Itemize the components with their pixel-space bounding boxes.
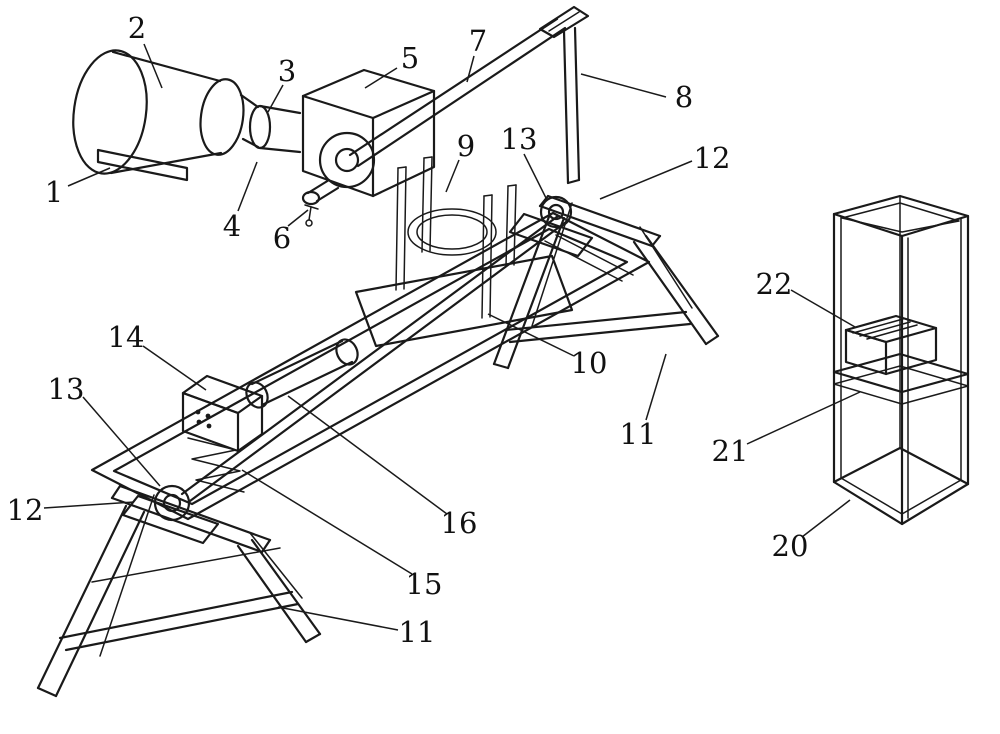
shaft-cylinder bbox=[245, 338, 359, 409]
leader-line-11a bbox=[645, 353, 667, 421]
part-label-12a: 12 bbox=[694, 141, 731, 175]
leader-line-12a bbox=[599, 160, 693, 200]
part-label-4: 4 bbox=[223, 209, 241, 243]
part-label-14: 14 bbox=[108, 320, 145, 354]
support-post bbox=[562, 26, 581, 185]
leader-line-22 bbox=[790, 289, 856, 328]
bearing-block-right bbox=[508, 195, 594, 258]
leader-line-20 bbox=[801, 499, 851, 538]
ring bbox=[407, 208, 497, 256]
arm-bracket bbox=[538, 5, 590, 39]
bearing-right bbox=[539, 195, 573, 229]
trestle-right bbox=[492, 194, 720, 370]
part-label-1: 1 bbox=[45, 175, 63, 209]
leader-line-8 bbox=[580, 73, 667, 98]
leader-line-21 bbox=[746, 391, 861, 445]
part-label-6: 6 bbox=[273, 221, 291, 255]
leader-line-1 bbox=[67, 167, 111, 187]
leader-line-7 bbox=[466, 55, 475, 83]
part-label-5: 5 bbox=[401, 41, 419, 75]
motor-base bbox=[96, 148, 189, 182]
coupling bbox=[248, 104, 272, 150]
scissor-spring bbox=[187, 437, 245, 493]
ring-assembly bbox=[395, 156, 517, 319]
inner-box bbox=[844, 314, 938, 376]
part-label-8: 8 bbox=[675, 80, 693, 114]
leader-line-3 bbox=[267, 84, 284, 113]
part-label-21: 21 bbox=[712, 434, 749, 468]
bearing-block-left bbox=[121, 484, 220, 545]
trestle-left bbox=[36, 484, 322, 698]
part-label-13a: 13 bbox=[501, 122, 538, 156]
part-label-11b: 11 bbox=[399, 615, 436, 649]
leader-line-16 bbox=[287, 395, 448, 515]
plate bbox=[354, 254, 574, 348]
leader-line-15 bbox=[241, 469, 413, 575]
leader-line-10 bbox=[487, 313, 575, 357]
part-label-3: 3 bbox=[278, 54, 296, 88]
part-label-10: 10 bbox=[571, 346, 608, 380]
leader-line-4 bbox=[237, 161, 258, 212]
part-label-12b: 12 bbox=[7, 493, 44, 527]
storage-cage bbox=[832, 194, 970, 526]
leader-line-14 bbox=[142, 345, 207, 391]
drive-shaft bbox=[180, 214, 560, 496]
leader-line-11b bbox=[277, 606, 399, 631]
device-box bbox=[181, 374, 264, 453]
part-label-15: 15 bbox=[406, 567, 443, 601]
part-label-13b: 13 bbox=[48, 372, 85, 406]
leader-line-5 bbox=[364, 67, 398, 89]
part-label-20: 20 bbox=[772, 529, 809, 563]
part-label-2: 2 bbox=[128, 11, 146, 45]
part-label-11a: 11 bbox=[620, 417, 657, 451]
part-label-7: 7 bbox=[469, 24, 487, 58]
part-label-22: 22 bbox=[756, 267, 793, 301]
table-frame bbox=[90, 211, 651, 521]
leader-line-9 bbox=[445, 159, 460, 193]
cage-shelf bbox=[832, 352, 970, 394]
gearbox bbox=[301, 68, 436, 227]
leader-line-13b bbox=[82, 396, 161, 487]
part-label-16: 16 bbox=[441, 506, 478, 540]
output-boss bbox=[318, 131, 376, 189]
leader-line-12b bbox=[43, 501, 135, 509]
swing-arm bbox=[348, 5, 590, 168]
motor bbox=[72, 49, 302, 182]
pin bbox=[304, 204, 319, 227]
leader-line-6 bbox=[287, 209, 309, 227]
leader-line-13a bbox=[523, 153, 548, 201]
part-label-9: 9 bbox=[457, 129, 475, 163]
leader-line-2 bbox=[143, 43, 163, 89]
